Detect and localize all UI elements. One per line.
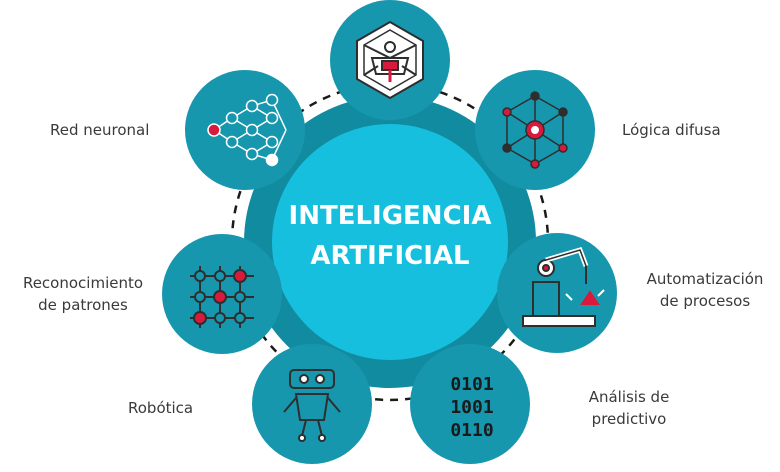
label-reconocimiento: Reconocimiento de patrones — [22, 274, 144, 314]
center-title-line1: INTELIGENCIA — [288, 201, 492, 231]
node-logica-difusa — [475, 70, 595, 190]
label-robotica: Robótica — [128, 399, 194, 417]
binary-row: 0101 — [450, 374, 493, 395]
binary-row: 1001 — [450, 397, 493, 418]
center-title-line2: ARTIFICIAL — [310, 241, 470, 271]
node-red-neuronal — [185, 70, 305, 190]
label-automatizacion: Automatización de procesos — [646, 270, 764, 310]
center-title: INTELIGENCIA ARTIFICIAL — [270, 196, 510, 276]
label-logica-difusa: Lógica difusa — [622, 121, 721, 139]
binary-code-icon: 0101 1001 0110 — [450, 374, 493, 441]
robot-icon — [283, 369, 341, 442]
pattern-grid-icon — [190, 266, 254, 328]
node-top — [330, 0, 450, 120]
center-circle — [272, 124, 508, 360]
node-reconocimiento — [162, 234, 282, 354]
ai-robot-icon — [356, 20, 424, 100]
label-analisis: Análisis de predictivo — [588, 388, 670, 428]
node-analisis: 0101 1001 0110 — [410, 344, 530, 464]
label-red-neuronal: Red neuronal — [50, 121, 150, 139]
fuzzy-logic-network-icon — [502, 91, 568, 169]
node-robotica — [252, 344, 372, 464]
node-automatizacion — [497, 233, 617, 353]
robotic-arm-icon — [522, 246, 605, 327]
neural-network-icon — [207, 93, 287, 167]
binary-row: 0110 — [450, 420, 493, 441]
